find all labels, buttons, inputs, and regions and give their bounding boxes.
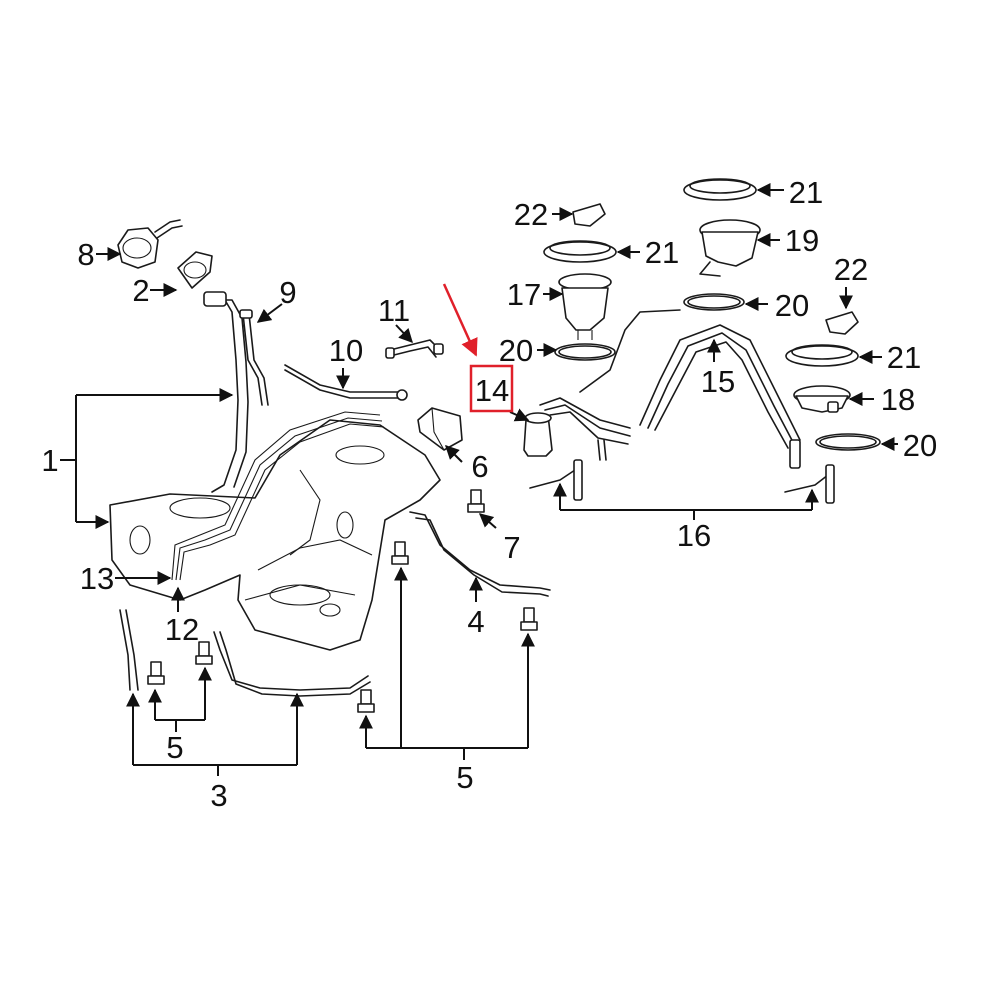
highlight-group (442, 283, 514, 413)
callout-16: 16 (677, 518, 711, 553)
hose-11 (385, 339, 444, 359)
callout-1: 1 (41, 443, 58, 478)
callout-20-right: 20 (903, 428, 937, 463)
highlight-arrow (442, 283, 478, 357)
tank-strap-3 (119, 609, 371, 697)
callout-21-top: 21 (789, 175, 823, 210)
lock-rings-21 (543, 178, 859, 367)
sender-unit-19 (699, 219, 761, 277)
callout-labels: 1 2 3 4 5 5 6 7 8 9 10 11 12 13 14 15 16… (41, 175, 937, 813)
fuel-hoses-15 (639, 324, 801, 469)
callout-5-left: 5 (166, 730, 183, 765)
callout-22-left: 22 (514, 197, 548, 232)
level-sender-16 (529, 459, 835, 504)
callout-12: 12 (165, 612, 199, 647)
highlight-box (469, 364, 514, 413)
fuel-pump-module-14 (523, 309, 681, 461)
fuel-cap-valve (117, 219, 183, 269)
callout-15: 15 (701, 364, 735, 399)
callout-19: 19 (785, 223, 819, 258)
callout-21-right: 21 (887, 340, 921, 375)
leader-lines (60, 183, 898, 776)
bracket-6 (417, 407, 463, 451)
callout-22-right: 22 (834, 252, 868, 287)
callout-20-top: 20 (775, 288, 809, 323)
tank-strap-4 (409, 511, 551, 597)
callout-5-right: 5 (456, 760, 473, 795)
callout-14: 14 (475, 373, 509, 408)
callout-4: 4 (467, 604, 484, 639)
pump-unit-17 (558, 273, 612, 340)
vent-tube (239, 309, 269, 406)
cover-22 (572, 203, 859, 335)
callout-20-middle: 20 (499, 333, 533, 368)
fuel-line-10 (284, 364, 408, 401)
callout-7: 7 (503, 530, 520, 565)
callout-2: 2 (132, 273, 149, 308)
callout-18: 18 (881, 382, 915, 417)
callout-17: 17 (507, 277, 541, 312)
callout-10: 10 (329, 333, 363, 368)
filler-neck (177, 251, 249, 493)
callout-13: 13 (80, 561, 114, 596)
bolts (147, 489, 538, 713)
fuel-tank (109, 411, 441, 651)
callout-8: 8 (77, 237, 94, 272)
part-18 (793, 385, 851, 413)
callout-11: 11 (378, 293, 410, 328)
callout-3: 3 (210, 778, 227, 813)
callout-9: 9 (279, 275, 296, 310)
callout-21-middle: 21 (645, 235, 679, 270)
callout-6: 6 (471, 449, 488, 484)
